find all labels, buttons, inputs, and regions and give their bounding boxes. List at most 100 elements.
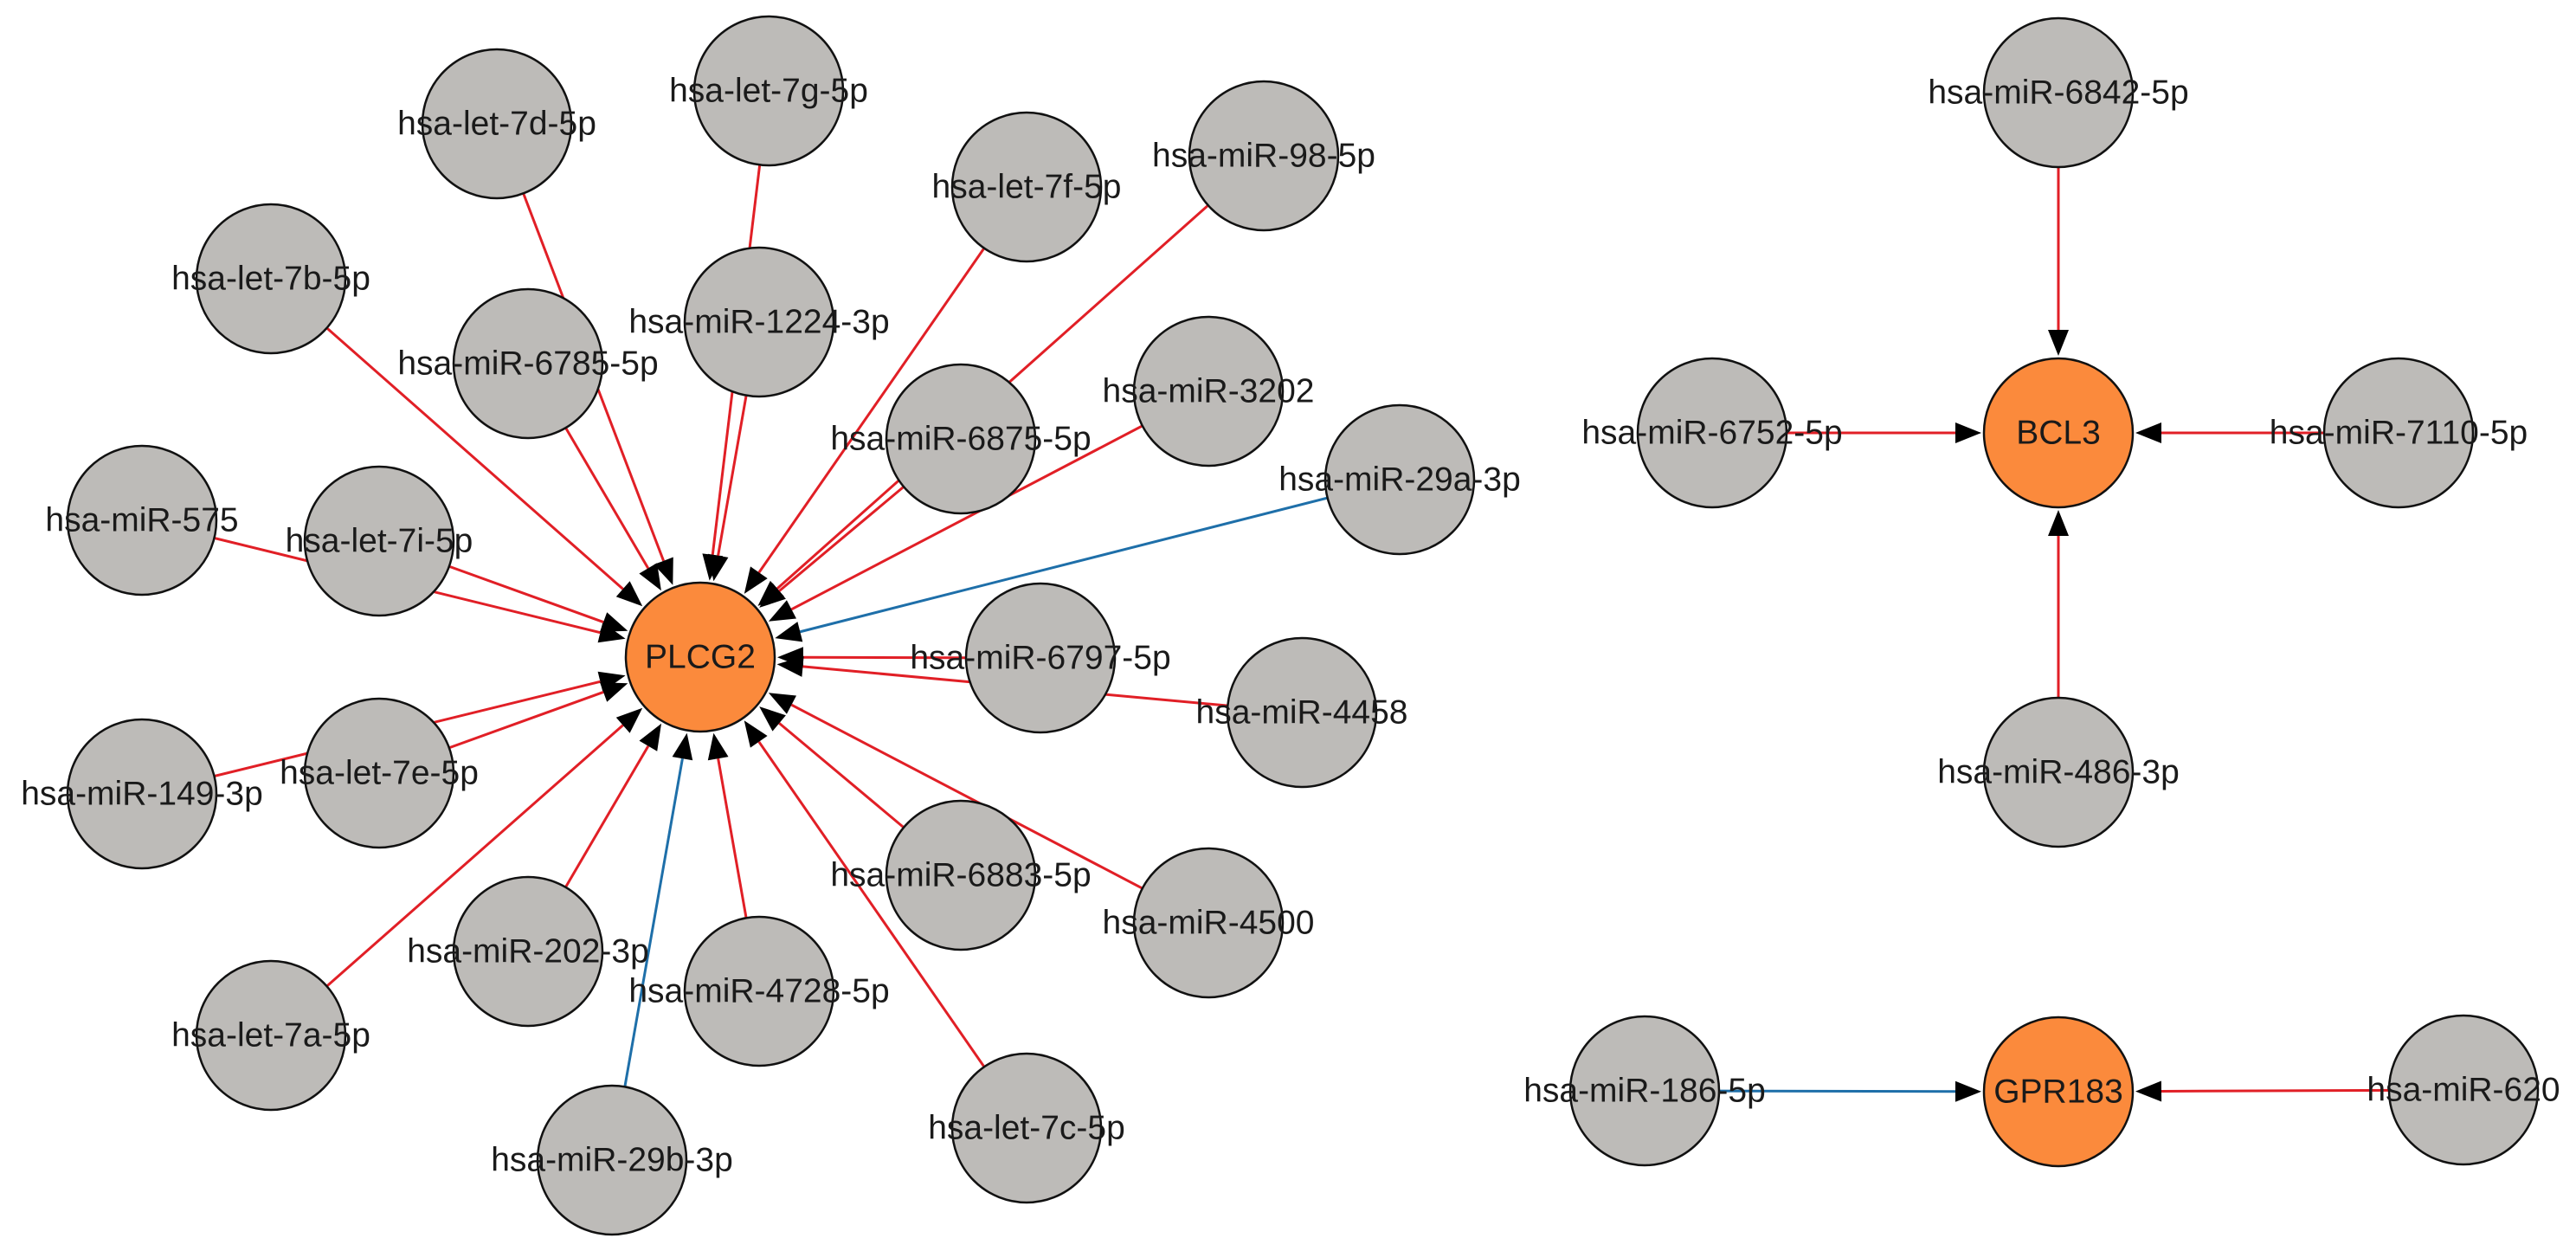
edge-let7b-to-PLCG2 [270,277,624,590]
gene-circle [624,581,776,733]
mirna-node-let7c[interactable]: hsa-let-7c-5p [928,1052,1125,1204]
mirna-label: hsa-miR-575 [45,502,238,539]
mirna-node-let7g[interactable]: hsa-let-7g-5p [669,15,868,167]
mirna-label: hsa-miR-6752-5p [1581,415,1842,452]
mirna-circle [452,875,604,1028]
mirna-circle [885,363,1037,515]
mirna-node-mir29b[interactable]: hsa-miR-29b-3p [491,1084,733,1236]
arrowhead-mir3202-to-PLCG2 [768,600,796,622]
mirna-circle [692,15,845,167]
mirna-label: hsa-let-7i-5p [286,523,473,560]
mirna-node-mir6842[interactable]: hsa-miR-6842-5p [1928,16,2189,169]
arrowhead-mir6785-to-PLCG2 [639,563,661,591]
mirna-label: hsa-miR-186-5p [1523,1073,1766,1110]
gene-label: PLCG2 [645,639,756,676]
gene-node-PLCG2[interactable]: PLCG2 [624,581,776,733]
mirna-label: hsa-miR-486-3p [1937,754,2180,791]
gene-circle [1982,1016,2135,1168]
mirna-label: hsa-miR-6785-5p [397,345,658,383]
arrowhead-let7i-to-PLCG2 [600,612,628,632]
mirna-circle [1132,847,1285,999]
mirna-node-mir149[interactable]: hsa-miR-149-3p [21,718,263,870]
mirna-circle [885,799,1037,951]
mirna-circle [1188,80,1340,232]
mirna-node-mir6785[interactable]: hsa-miR-6785-5p [397,287,659,440]
arrowhead-mir29a-to-PLCG2 [775,622,803,642]
arrowhead-mir6842-to-BCL3 [2048,330,2069,356]
arrowhead-mir202-to-PLCG2 [639,723,661,751]
mirna-node-mir6797[interactable]: hsa-miR-6797-5p [910,582,1171,734]
mirna-node-mir29a[interactable]: hsa-miR-29a-3p [1278,403,1521,556]
edge-mir29a-to-PLCG2 [799,478,1401,634]
gene-label: BCL3 [2016,415,2101,452]
arrowhead-let7d-to-PLCG2 [654,557,673,585]
mirna-node-mir3202[interactable]: hsa-miR-3202 [1103,315,1315,468]
arrowhead-mir4500-to-PLCG2 [768,693,796,714]
mirna-circle [1226,636,1378,789]
mirna-label: hsa-let-7b-5p [171,261,370,298]
mirna-node-mir7110[interactable]: hsa-miR-7110-5p [2270,357,2528,509]
mirna-node-let7b[interactable]: hsa-let-7b-5p [171,203,370,355]
mirna-circle [195,959,347,1112]
mirna-node-mir486[interactable]: hsa-miR-486-3p [1937,696,2180,848]
mirna-node-let7d[interactable]: hsa-let-7d-5p [397,48,596,200]
mirna-node-mir575[interactable]: hsa-miR-575 [45,444,239,596]
arrowhead-let7c-to-PLCG2 [744,720,768,748]
mirna-circle [1982,16,2135,169]
mirna-label: hsa-miR-149-3p [21,776,263,813]
mirna-node-mir620[interactable]: hsa-miR-620 [2367,1014,2560,1166]
mirna-circle [452,287,604,440]
gene-label: GPR183 [1993,1074,2123,1111]
mirna-label: hsa-miR-6883-5p [830,857,1091,894]
mirna-label: hsa-miR-202-3p [407,933,649,970]
mirna-label: hsa-miR-3202 [1103,373,1315,410]
mirna-circle [66,718,218,870]
mirna-node-mir202[interactable]: hsa-miR-202-3p [407,875,649,1028]
mirna-node-mir6875[interactable]: hsa-miR-6875-5p [830,363,1092,515]
arrowhead-mir6875-to-PLCG2 [759,583,786,608]
mirna-label: hsa-let-7f-5p [932,169,1122,206]
arrowhead-let7f-to-PLCG2 [744,566,768,594]
mirna-label: hsa-let-7e-5p [280,755,479,792]
mirna-label: hsa-let-7a-5p [171,1017,370,1054]
mirna-circle [1323,403,1476,556]
mirna-node-mir4728[interactable]: hsa-miR-4728-5p [628,915,890,1067]
mirna-node-let7a[interactable]: hsa-let-7a-5p [171,959,370,1112]
mirna-circle [2322,357,2475,509]
arrowhead-mir486-to-BCL3 [2048,510,2069,536]
edge-let7c-to-PLCG2 [757,740,1028,1129]
edge-let7a-to-PLCG2 [270,724,624,1037]
mirna-node-mir4500[interactable]: hsa-miR-4500 [1103,847,1315,999]
mirna-node-mir6752[interactable]: hsa-miR-6752-5p [1581,357,1843,509]
mirna-circle [950,1052,1103,1204]
mirna-label: hsa-miR-29b-3p [491,1142,733,1179]
mirna-node-mir98[interactable]: hsa-miR-98-5p [1152,80,1375,232]
mirna-node-mir186[interactable]: hsa-miR-186-5p [1523,1015,1766,1167]
mirna-label: hsa-let-7d-5p [397,106,596,143]
arrowhead-mir186-to-GPR183 [1955,1080,1981,1102]
mirna-node-mir4458[interactable]: hsa-miR-4458 [1196,636,1408,789]
mirna-label: hsa-miR-4458 [1196,694,1408,732]
mirna-circle [1636,357,1788,509]
mirna-node-mir1224[interactable]: hsa-miR-1224-3p [628,246,890,398]
mirna-label: hsa-miR-4728-5p [628,973,889,1010]
nodes-layer: hsa-let-7g-5p hsa-let-7d-5p hsa-let-7f-5p h… [21,15,2560,1236]
mirna-circle [195,203,347,355]
mirna-node-mir6883[interactable]: hsa-miR-6883-5p [830,799,1092,951]
mirna-circle [1132,315,1285,468]
mirna-label: hsa-miR-6797-5p [910,640,1170,677]
mirna-label: hsa-miR-29a-3p [1278,461,1521,499]
mirna-node-let7e[interactable]: hsa-let-7e-5p [280,697,479,849]
mirna-circle [964,582,1117,734]
gene-node-BCL3[interactable]: BCL3 [1982,357,2135,509]
gene-node-GPR183[interactable]: GPR183 [1982,1016,2135,1168]
mirna-circle [66,444,218,596]
mirna-node-let7f[interactable]: hsa-let-7f-5p [932,111,1122,263]
mirna-node-let7i[interactable]: hsa-let-7i-5p [286,465,473,617]
arrowhead-mir1224-to-PLCG2 [707,553,729,582]
mirna-label: hsa-miR-7110-5p [2270,415,2528,452]
gene-circle [1982,357,2135,509]
arrowhead-let7e-to-PLCG2 [600,682,628,702]
mirna-label: hsa-miR-1224-3p [628,304,889,341]
